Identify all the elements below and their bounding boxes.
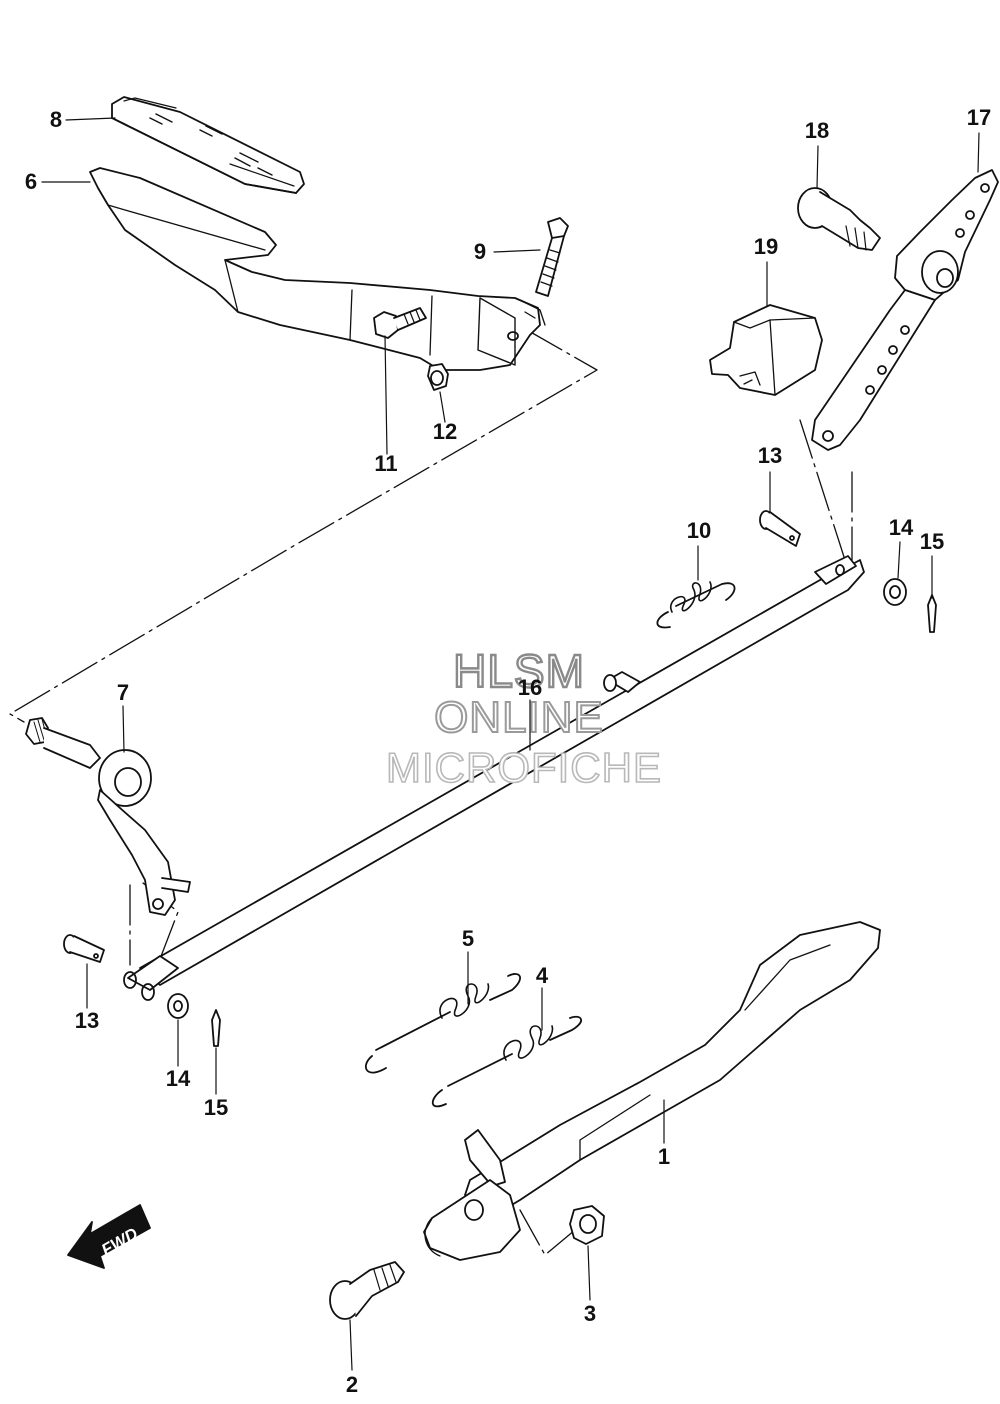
bolt-9[interactable] (535, 217, 569, 297)
watermark-line-3: MICROFICHE (385, 743, 662, 792)
callout-8: 8 (49, 107, 63, 132)
callout-19: 19 (753, 234, 779, 259)
return-spring-10[interactable] (656, 581, 736, 629)
leader-lines (41, 117, 980, 1371)
callout-2: 2 (345, 1372, 359, 1397)
forward-direction-arrow: FWD (67, 1204, 151, 1269)
callout-13-left: 13 (74, 1008, 100, 1033)
callout-9: 9 (473, 239, 487, 264)
nut-3[interactable] (569, 1205, 605, 1245)
watermark-line-1: HLSM (452, 644, 585, 698)
brake-rod-16[interactable] (123, 555, 865, 1001)
callout-3: 3 (583, 1301, 597, 1326)
watermark-line-2: ONLINE (433, 692, 604, 743)
clevis-pin-13-left[interactable] (63, 934, 105, 963)
callout-13-right: 13 (757, 443, 783, 468)
cotter-pin-15-right[interactable] (927, 594, 937, 633)
callout-14-right: 14 (888, 515, 914, 540)
washer-14-left[interactable] (167, 993, 189, 1019)
clevis-pin-13-right[interactable] (759, 510, 801, 547)
side-stand-1[interactable] (423, 921, 881, 1261)
callout-10: 10 (686, 518, 712, 543)
callout-14-left: 14 (165, 1066, 191, 1091)
cotter-pin-15-left[interactable] (211, 1009, 221, 1047)
callout-18: 18 (804, 118, 830, 143)
callout-6: 6 (24, 169, 38, 194)
spring-5[interactable] (364, 973, 521, 1074)
callout-4: 4 (535, 963, 549, 988)
pivot-bolt-2[interactable] (329, 1261, 405, 1320)
cover-19[interactable] (709, 304, 823, 396)
callout-11: 11 (374, 451, 398, 476)
shaft-lever-7[interactable] (25, 717, 191, 916)
callout-15-left: 15 (203, 1095, 229, 1120)
callout-1: 1 (657, 1144, 671, 1169)
brake-pedal[interactable] (89, 167, 546, 371)
pivot-bolt-18[interactable] (797, 187, 881, 251)
nut-12[interactable] (427, 363, 449, 391)
callout-5: 5 (461, 926, 475, 951)
bolt-11[interactable] (373, 307, 427, 339)
lever-arm-17[interactable] (811, 169, 999, 451)
washer-14-right[interactable] (883, 578, 907, 606)
spring-4[interactable] (431, 1015, 582, 1108)
callout-16: 16 (517, 675, 543, 700)
callout-15-right: 15 (919, 529, 945, 554)
callout-12: 12 (432, 419, 458, 444)
brake-pedal-rubber[interactable] (111, 96, 305, 194)
callout-17: 17 (966, 105, 992, 130)
callout-7: 7 (116, 680, 130, 705)
